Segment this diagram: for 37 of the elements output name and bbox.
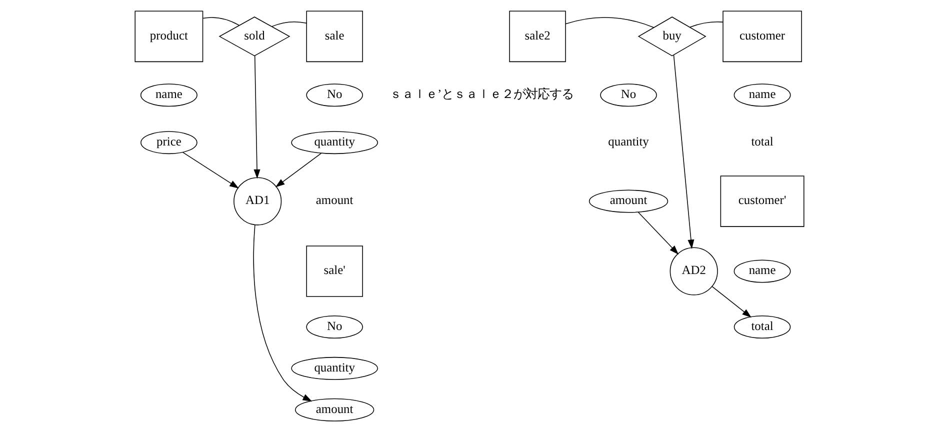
- node-box: sale2: [509, 10, 566, 62]
- node-box: customer': [720, 176, 804, 227]
- label: amount: [316, 193, 354, 208]
- node-ellipse: quantity: [291, 131, 378, 154]
- node-ellipse: quantity: [291, 356, 378, 380]
- connector: [690, 21, 724, 28]
- connector: [202, 17, 240, 26]
- arrow: [712, 286, 752, 318]
- label: quantity: [608, 134, 649, 149]
- label: ｓａｌｅ’とｓａｌｅ２が対応する: [389, 87, 574, 102]
- arrow: [253, 224, 312, 402]
- node-ellipse: price: [140, 131, 198, 154]
- connector: [565, 17, 654, 28]
- node-ellipse: No: [600, 84, 657, 107]
- arrow: [182, 152, 239, 188]
- node-circle: AD2: [670, 247, 718, 296]
- node-ellipse: name: [734, 260, 791, 283]
- node-diamond: buy: [638, 16, 706, 56]
- node-box: sale': [306, 246, 363, 297]
- arrow: [275, 152, 322, 188]
- connector: [272, 21, 307, 27]
- node-circle: AD1: [234, 177, 282, 226]
- node-box: product: [134, 10, 204, 62]
- node-ellipse: amount: [588, 190, 668, 213]
- node-box: sale: [306, 10, 363, 62]
- node-ellipse: No: [306, 315, 363, 338]
- arrow: [673, 54, 694, 249]
- arrow: [638, 212, 679, 255]
- node-ellipse: amount: [294, 398, 374, 422]
- arrow: [254, 56, 260, 179]
- node-ellipse: name: [734, 84, 791, 107]
- node-ellipse: name: [140, 84, 198, 107]
- node-ellipse: total: [734, 315, 791, 338]
- node-diamond: sold: [218, 16, 290, 56]
- node-box: customer: [722, 10, 802, 62]
- label: total: [751, 134, 774, 149]
- node-ellipse: No: [306, 84, 363, 107]
